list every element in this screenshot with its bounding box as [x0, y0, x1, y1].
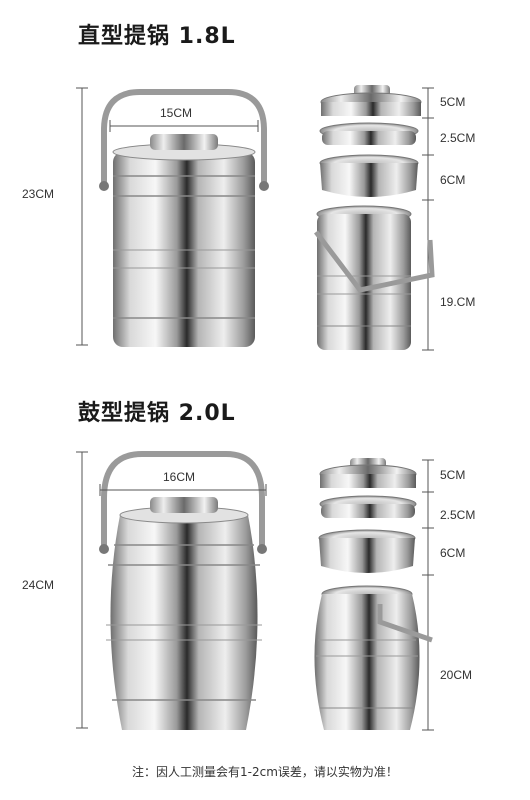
section2-title: 鼓型提锅 2.0L — [78, 401, 236, 426]
straight-pot-layers — [314, 85, 435, 350]
drum-pot-assembled — [99, 451, 267, 730]
dimension-lines-2 — [76, 451, 434, 731]
footnote: 注：因人工测量会有1-2cm误差，请以实物为准！ — [132, 765, 398, 779]
section1-tray-label: 2.5CM — [440, 131, 476, 145]
section2-width-label: 16CM — [163, 470, 196, 484]
dimension-lines-1 — [76, 87, 434, 351]
section2-bowl-label: 6CM — [440, 546, 466, 560]
section1-title: 直型提锅 1.8L — [78, 24, 236, 49]
drum-pot-layers — [314, 458, 433, 730]
section2-lid-label: 5CM — [440, 468, 466, 482]
section2-height-label: 24CM — [22, 578, 55, 592]
section1-bowl-label: 6CM — [440, 173, 466, 187]
section1-height-label: 23CM — [22, 187, 55, 201]
section1-width-label: 15CM — [160, 106, 193, 120]
straight-pot-assembled — [99, 89, 269, 347]
section2-tray-label: 2.5CM — [440, 508, 476, 522]
section1-lid-label: 5CM — [440, 95, 466, 109]
section1-base-label: 19.CM — [440, 295, 476, 309]
section2-base-label: 20CM — [440, 668, 473, 682]
